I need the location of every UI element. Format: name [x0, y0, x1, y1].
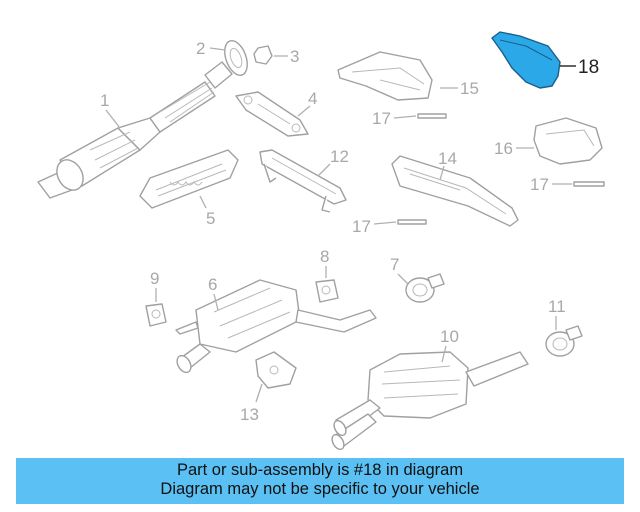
callout-5: 5: [206, 209, 215, 228]
callout-11: 11: [548, 297, 566, 316]
callout-18: 18: [578, 57, 599, 78]
part-3-nut: [253, 45, 273, 65]
leader-1: [105, 109, 121, 129]
callout-9: 9: [150, 269, 159, 288]
callout-17b: 17: [530, 175, 549, 194]
callout-12: 12: [330, 147, 349, 166]
leader-10: [441, 345, 447, 363]
callout-2: 2: [196, 39, 205, 58]
callout-17a: 17: [372, 109, 391, 128]
leader-6: [213, 293, 219, 311]
callout-13: 13: [240, 405, 259, 424]
exhaust-parts-diagram: 1 2 3 4 5 12 15: [37, 31, 605, 451]
part-17-clip-c: [397, 219, 427, 225]
info-banner: Part or sub-assembly is #18 in diagram D…: [16, 458, 624, 504]
callout-6: 6: [208, 275, 217, 294]
part-8-hanger: [315, 279, 339, 303]
callout-3: 3: [290, 47, 299, 66]
part-15-heat-shield: [337, 51, 433, 101]
part-7-clamp: [405, 273, 445, 303]
part-17-clip-b: [573, 181, 605, 187]
part-10-rear-muffler: [331, 351, 529, 451]
part-12-bracket: [259, 149, 347, 213]
part-4-bracket: [235, 91, 309, 137]
part-9-hanger: [145, 303, 167, 327]
part-11-clamp: [545, 325, 583, 357]
callout-10: 10: [440, 327, 459, 346]
banner-line-1: Part or sub-assembly is #18 in diagram: [176, 461, 464, 479]
callout-17c: 17: [352, 217, 371, 236]
callout-4: 4: [308, 89, 317, 108]
part-17-clip-a: [417, 113, 447, 119]
leader-12: [317, 163, 331, 177]
leader-17a: [393, 115, 417, 119]
part-16-shield: [533, 117, 603, 165]
leader-13: [255, 383, 263, 403]
leader-4: [297, 105, 311, 117]
callout-16: 16: [494, 139, 513, 158]
callout-15: 15: [460, 79, 479, 98]
part-2-gasket: [224, 40, 248, 76]
callout-1: 1: [100, 91, 109, 110]
part-13-bracket: [255, 351, 297, 389]
part-5-heat-shield: [139, 149, 239, 209]
callout-8: 8: [320, 247, 329, 266]
leader-17c: [373, 221, 397, 225]
part-14-heat-shield: [391, 155, 519, 227]
leader-2: [209, 47, 226, 51]
part-1-catalytic-converter: [37, 61, 233, 199]
part-6-center-muffler: [175, 279, 377, 374]
leader-14: [439, 165, 445, 181]
part-18-heat-shield-highlighted: [491, 31, 561, 89]
leader-7: [397, 273, 409, 285]
banner-line-2: Diagram may not be specific to your vehi…: [160, 480, 480, 498]
leader-5: [199, 195, 207, 209]
callout-14: 14: [438, 149, 457, 168]
callout-7: 7: [390, 255, 399, 274]
